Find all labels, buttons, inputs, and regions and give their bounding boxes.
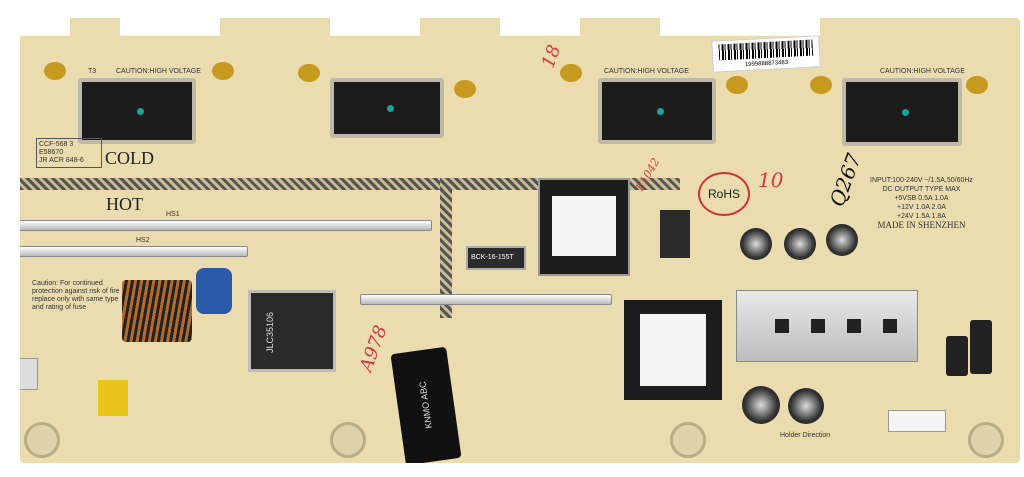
inverter-transformer <box>598 78 716 144</box>
warning-text: CAUTION:HIGH VOLTAGE <box>604 68 689 75</box>
isolation-stripe <box>20 178 440 190</box>
spec-line: +12V 1.0A 2.0A <box>897 204 946 211</box>
common-mode-choke <box>122 280 192 342</box>
choke-coil: BCK-16-155T <box>466 246 526 270</box>
barcode-number: 1999888873483 <box>744 59 789 69</box>
warning-text: CAUTION:HIGH VOLTAGE <box>880 68 965 75</box>
inverter-transformer <box>330 78 444 138</box>
warning-text: CAUTION:HIGH VOLTAGE <box>116 68 201 75</box>
cert-line: E58670 <box>39 149 64 156</box>
spec-line: INPUT:100-240V ~/1.5A,50/60Hz <box>870 177 973 184</box>
relay <box>660 210 690 258</box>
spec-block: INPUT:100-240V ~/1.5A,50/60Hz DC OUTPUT … <box>870 176 973 230</box>
handwritten-note: 18 <box>537 42 566 71</box>
barcode-sticker: 1999888873483 <box>711 35 821 73</box>
handwritten-note: 10 <box>758 168 784 192</box>
x-capacitor <box>196 268 232 314</box>
cert-line: CCF-568 3 <box>39 141 74 148</box>
heatsink-bar <box>20 246 248 257</box>
power-transformer: JLC35106 <box>248 290 336 372</box>
heatsink-bar <box>360 294 612 305</box>
inverter-transformer <box>842 78 962 146</box>
heatsink-label: HS1 <box>166 211 180 218</box>
capacitor-label: KNMO ABC <box>417 380 434 430</box>
cold-zone-label: COLD <box>105 148 154 168</box>
holder-label: Holder Direction <box>780 432 831 439</box>
inverter-transformer <box>78 78 196 144</box>
spec-line: +24V 1.5A 1.8A <box>897 213 946 220</box>
spec-line: DC OUTPUT TYPE MAX <box>882 186 961 193</box>
yellow-capacitor <box>98 380 128 416</box>
cert-block: CCF-568 3 E58670 JR ACR 848-6 <box>36 138 102 168</box>
transformer-label: T3 <box>88 68 97 75</box>
output-heatsink <box>736 290 918 362</box>
bulk-capacitor: KNMO ABC <box>390 346 462 463</box>
standby-transformer <box>624 300 722 400</box>
handwritten-note: A978 <box>355 322 392 375</box>
power-connector[interactable] <box>20 358 38 390</box>
spec-line: +5VSB 0.5A 1.0A <box>894 195 949 202</box>
hot-zone-label: HOT <box>106 194 143 214</box>
coil-label: BCK-16-155T <box>471 254 514 261</box>
main-transformer <box>538 178 630 276</box>
caution-text: Caution: For continued protection agains… <box>32 280 120 311</box>
output-connector[interactable] <box>888 410 946 432</box>
handwritten-note: Q267 <box>824 150 866 210</box>
transformer-part-label: JLC35106 <box>265 311 275 353</box>
cert-line: JR ACR 848-6 <box>39 157 84 164</box>
made-in-label: MADE IN SHENZHEN <box>877 220 966 230</box>
heatsink-label: HS2 <box>136 237 150 244</box>
circuit-board: T3 CAUTION:HIGH VOLTAGE CAUTION:HIGH VOL… <box>20 18 1020 463</box>
heatsink-bar <box>20 220 432 231</box>
rohs-mark: RoHS <box>698 172 750 216</box>
